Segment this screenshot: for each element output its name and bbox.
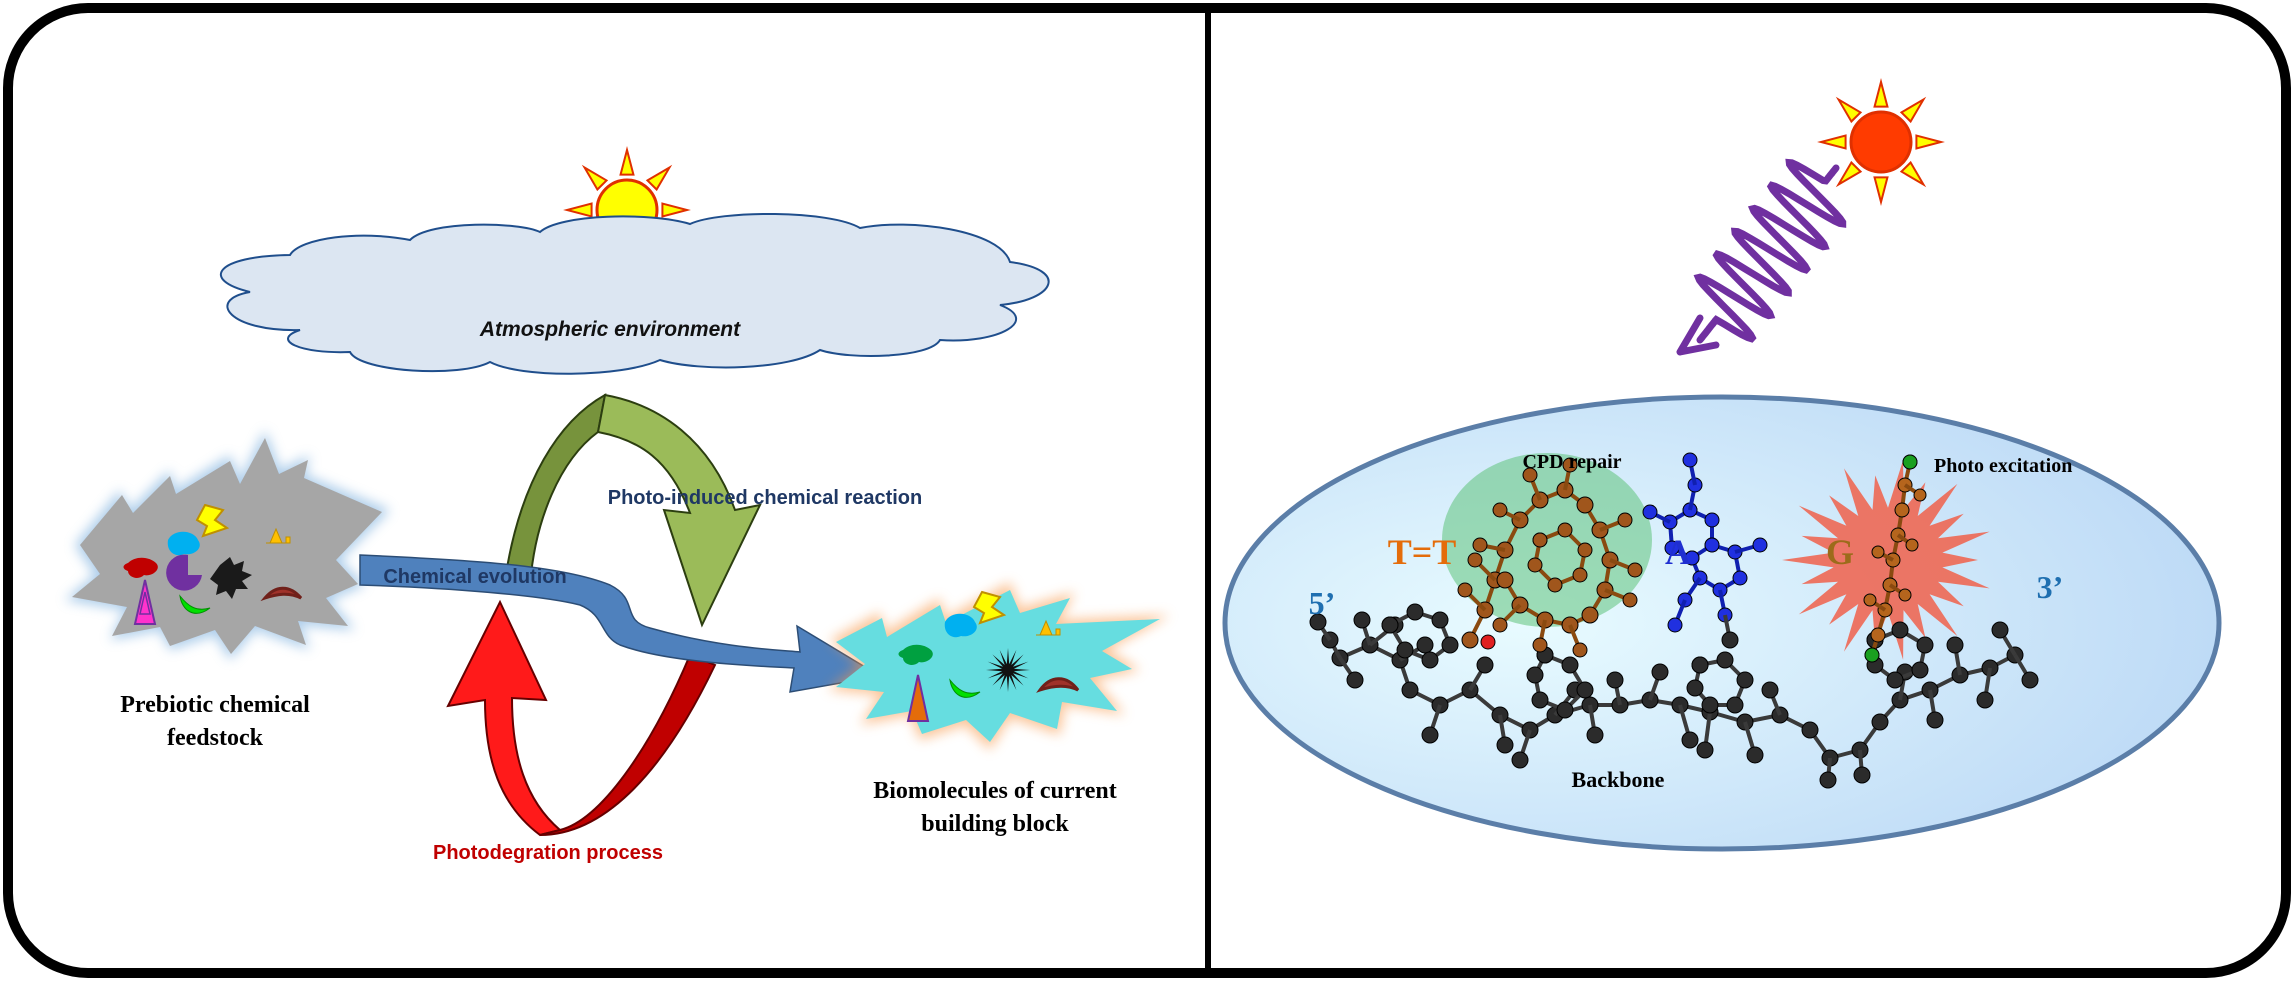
backbone-label: Backbone [1572, 767, 1665, 792]
sun-ray [1835, 96, 1863, 124]
five-prime-label: 5’ [1309, 585, 1336, 621]
molecule-red-icon [123, 557, 158, 578]
molecule-green-blob-icon [898, 644, 933, 665]
photo-induced-label: Photo-induced chemical reaction [608, 487, 923, 509]
biomolecules-label-line2: building block [921, 811, 1069, 837]
sun-ray [1899, 96, 1927, 124]
cloud-label: Atmospheric environment [479, 318, 741, 341]
photodegradation-label: Photodegration process [433, 842, 663, 864]
molecule-yellow-icon-2 [972, 590, 1007, 625]
molecule-purple-icon [166, 554, 202, 591]
photo-induced-arrow [503, 393, 762, 628]
molecule-green-icon [179, 594, 211, 614]
molecule-brown-icon-2 [1036, 677, 1080, 693]
sun-ray [581, 164, 609, 192]
tt-label: T=T [1388, 532, 1457, 572]
sun-icon-2 [1817, 78, 1945, 206]
dna-molecule-model [1309, 452, 2039, 789]
biomolecules-label-line1: Biomolecules of current [873, 778, 1117, 804]
prebiotic-label-line2: feedstock [167, 725, 264, 751]
molecule-blue-icon-2 [944, 613, 977, 638]
sun-ray [1873, 176, 1889, 206]
molecule-blue-icon [167, 531, 200, 556]
molecule-black-icon [210, 557, 252, 599]
cloud-shape [219, 213, 1050, 375]
biomolecules-blob [828, 582, 1170, 750]
photon-wave-icon [1676, 158, 1847, 356]
molecule-green-icon-2 [949, 678, 981, 698]
molecule-yellow-icon [195, 503, 230, 538]
sun-ray [619, 146, 635, 176]
prebiotic-blob [65, 430, 390, 660]
molecule-brown-icon [260, 586, 303, 602]
molecule-starburst-icon [986, 648, 1030, 692]
sun-ray [1899, 160, 1927, 188]
sun-ray [563, 202, 593, 218]
sun-ray [1915, 134, 1945, 150]
sun-ray [1873, 78, 1889, 108]
molecule-gold-icon-2 [1036, 619, 1061, 636]
g-label: G [1826, 532, 1854, 572]
sun-ray [1817, 134, 1847, 150]
sun-ray [661, 202, 691, 218]
photo-excitation-label: Photo excitation [1934, 455, 2072, 477]
molecule-gold-icon [266, 527, 291, 544]
prebiotic-label-line1: Prebiotic chemical [120, 692, 310, 718]
sun-ray [645, 164, 673, 192]
three-prime-label: 3’ [2037, 569, 2064, 605]
molecule-orange-icon [906, 674, 930, 722]
sun-disc [1849, 110, 1913, 174]
a-label: A [1665, 532, 1691, 572]
chemical-evolution-label: Chemical evolution [383, 566, 566, 588]
cpd-repair-label: CPD repair [1522, 451, 1621, 473]
sun-ray [1835, 160, 1863, 188]
